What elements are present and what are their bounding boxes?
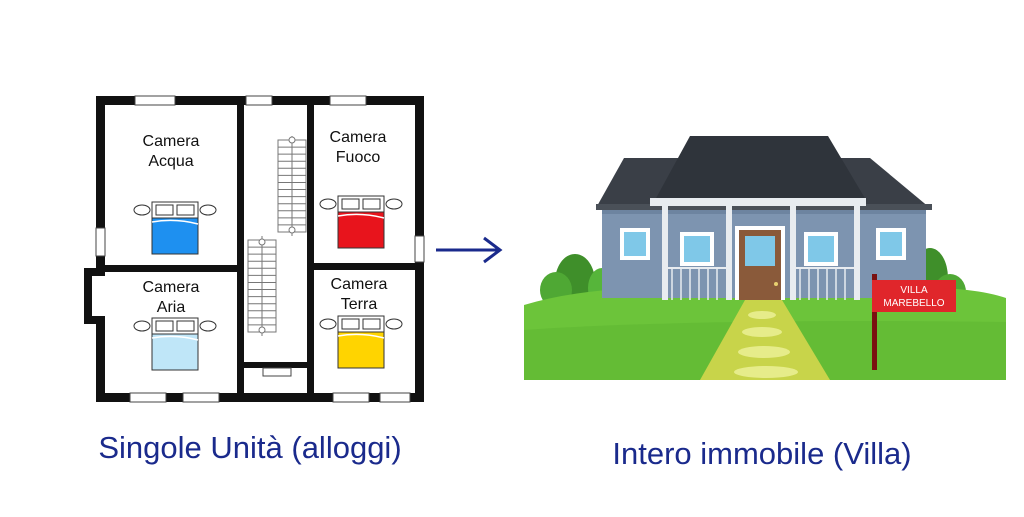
arrow-right-icon xyxy=(436,236,503,264)
room-label-aria-line2: Aria xyxy=(157,299,186,316)
bed-acqua xyxy=(133,201,217,255)
bed-terra xyxy=(319,315,403,369)
villa-illustration: VILLA MAREBELLO xyxy=(524,136,1006,380)
room-label-acqua-line1: Camera xyxy=(143,133,200,150)
room-label-aria-line1: Camera xyxy=(143,279,200,296)
room-label-fuoco-line2: Fuoco xyxy=(336,149,381,166)
room-label-acqua-line2: Acqua xyxy=(148,153,193,170)
sign-line2: MAREBELLO xyxy=(883,298,944,309)
room-label-terra-line1: Camera xyxy=(331,276,388,293)
garden-path xyxy=(700,300,830,380)
house-windows xyxy=(620,228,906,266)
room-label-fuoco-line1: Camera xyxy=(330,129,387,146)
sign-line1: VILLA xyxy=(900,285,928,296)
front-door xyxy=(735,226,785,300)
bed-aria xyxy=(133,317,217,371)
windows xyxy=(95,95,425,403)
interior-walls xyxy=(105,105,415,393)
bed-fuoco xyxy=(319,195,403,249)
room-label-terra-line2: Terra xyxy=(341,296,378,313)
caption-single-units: Singole Unità (alloggi) xyxy=(98,430,402,465)
villa-sign: VILLA MAREBELLO xyxy=(872,274,956,370)
stairs xyxy=(247,136,307,336)
caption-whole-property: Intero immobile (Villa) xyxy=(612,436,912,471)
floor-plan: Camera Acqua Camera Fuoco Camera Aria Ca… xyxy=(84,95,425,403)
porch-pillars xyxy=(662,206,860,300)
